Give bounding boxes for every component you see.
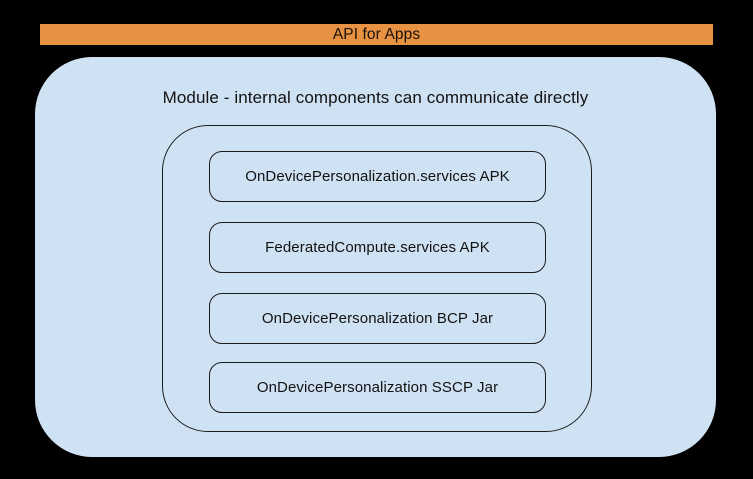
component-box-ondevicepersonalization-bcp-jar: OnDevicePersonalization BCP Jar [209, 293, 546, 344]
module-container: Module - internal components can communi… [35, 57, 716, 457]
module-components-group: OnDevicePersonalization.services APK Fed… [162, 125, 592, 432]
module-title: Module - internal components can communi… [162, 88, 589, 107]
api-for-apps-banner-label: API for Apps [332, 25, 421, 43]
api-for-apps-banner: API for Apps [40, 24, 713, 45]
component-box-ondevicepersonalization-services-apk: OnDevicePersonalization.services APK [209, 151, 546, 202]
component-box-federatedcompute-services-apk: FederatedCompute.services APK [209, 222, 546, 273]
component-box-ondevicepersonalization-sscp-jar: OnDevicePersonalization SSCP Jar [209, 362, 546, 413]
